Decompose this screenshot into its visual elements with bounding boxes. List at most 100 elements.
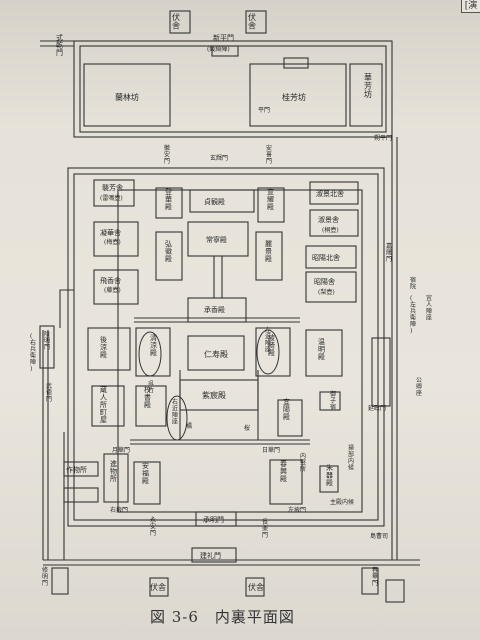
label-inshomon: 陰明門 [44, 330, 50, 351]
label-kahobo: 華芳坊 [364, 72, 372, 99]
label-ukeimon: 右掖門 [110, 506, 128, 514]
label-shikeihoku: 淑景北舎 [316, 189, 344, 198]
label-koryoden-ro: 後涼殿 [100, 335, 107, 359]
label-ukonjin: 右近陣座 [172, 398, 178, 426]
shoyosha-building [305, 271, 357, 303]
label-uhyoejin: (右兵衛陣) [30, 333, 36, 373]
shoyohoku-building [305, 245, 357, 269]
label-fusha-br: 伏舎 [248, 582, 264, 592]
kahobo-building [349, 63, 383, 127]
label-shoyohoku: 昭陽北舎 [312, 253, 340, 262]
ranrinbo-building [83, 63, 171, 127]
label-kokiden: 弘徽殿 [165, 240, 172, 263]
shuhosha-building [93, 179, 135, 207]
label-kyoshoden: 校書殿 [144, 385, 151, 409]
saemon-jin [371, 337, 391, 407]
label-kurabeya: 掃部内候 [348, 444, 354, 472]
label-anjomon: 安喜門 [266, 144, 272, 165]
label-fusha-tl: 伏舎 [172, 12, 180, 31]
label-jonei: 常寧殿 [206, 235, 227, 244]
label-tekkaden: 貞観殿 [204, 197, 225, 206]
label-tenyaku: 主殿内候 [330, 498, 354, 506]
label-shomeimon: 承明門 [203, 515, 224, 524]
label-butokumon: 武徳門 [46, 382, 52, 403]
label-shuhosha: 襲芳舎 [102, 183, 123, 192]
inner-palace-inner-wall [73, 173, 379, 521]
jijuden-building [187, 335, 245, 371]
label-shumeimon: 修明門 [42, 566, 48, 587]
yuhoden-building [277, 399, 303, 437]
label-shikeisha: 淑景舎 [318, 215, 339, 224]
label-ummeiden: 温明殿 [318, 337, 325, 361]
kemotsu-building [103, 453, 129, 503]
label-sakeimon: 左掖門 [288, 506, 306, 514]
shomeimon-gate [195, 511, 237, 527]
label-heimon: 平門 [258, 107, 270, 114]
kaseisha-building [93, 221, 139, 257]
label-tonomeza: 宜人陣座 [426, 294, 432, 322]
label-sahyoejin: (左兵衛陣) [410, 295, 416, 335]
label-shunkoden: 春興殿 [280, 459, 287, 483]
label-shuki: 朱器殿 [326, 463, 333, 487]
label-tsukuemon: 月華門 [112, 446, 130, 454]
label-kenreimon: 建礼門 [200, 551, 221, 560]
label-kaseisha: 凝華舎 [100, 228, 121, 237]
tekkaden-building [189, 189, 255, 213]
label-ryokiden: 綾綺殿 [268, 333, 275, 357]
uhyoe-jin [39, 325, 55, 369]
label-shuhosha-sub: (雷鳴壺) [100, 194, 123, 202]
label-shokyoden: 承香殿 [204, 305, 225, 314]
label-kugyo: 公卿座 [416, 377, 422, 397]
shikeisha-building [309, 209, 359, 237]
label-fusha-bl: 伏舎 [150, 582, 166, 592]
label-onmyo: 御子宿 [330, 390, 336, 411]
keihobo-building [249, 63, 347, 127]
label-shunkamon: 春華門 [372, 566, 378, 587]
north-enclosure-outline [73, 40, 393, 138]
reikeiden-building [255, 231, 283, 281]
shunkoden-building [269, 459, 303, 505]
label-reikeiden: 麗景殿 [265, 240, 272, 263]
label-tokaden: 登華殿 [165, 187, 172, 211]
higyosha-building [93, 269, 139, 305]
label-kemotsu: 進物所 [110, 459, 117, 483]
kokiden-building [155, 231, 183, 281]
seiryoden-building [135, 327, 171, 377]
figure-caption: 図 3-6 内裏平面図 [150, 608, 295, 626]
label-senyoden: 宣耀殿 [267, 187, 274, 211]
label-jijuden: 仁寿殿 [204, 349, 228, 359]
label-shimamoto: 島曹司 [370, 532, 388, 540]
label-enseimon: 延政門 [368, 404, 386, 412]
tokaden-building [155, 187, 183, 219]
label-shikiken: 式乾門 [56, 33, 63, 57]
label-keihobo: 桂芳坊 [282, 92, 306, 102]
label-shinheimon: 新平門 [213, 33, 234, 42]
label-shoyosha-sub: (梨壺) [318, 288, 335, 296]
koryoden-building [87, 327, 131, 371]
label-kanin: 宿院 [410, 276, 416, 291]
corner-tab: [演 [461, 0, 480, 13]
label-kaseisha-sub: (梅壺) [104, 238, 121, 246]
label-kajo: 嘉陽門 [386, 242, 392, 263]
jonei-building [187, 221, 249, 257]
label-fusha-tr: 伏舎 [248, 12, 256, 31]
label-anpukuden: 安福殿 [142, 461, 149, 485]
label-sakonjin: 左近陣座 [265, 326, 271, 354]
label-higyosha: 飛香舎 [100, 276, 121, 285]
ummeiden-building [305, 329, 343, 377]
label-ranrinbo: 蘭林坊 [115, 92, 139, 102]
label-choraku: 長楽門 [262, 519, 268, 539]
senyoden-building [257, 187, 285, 223]
label-sakuheimon: 朔平門 [374, 134, 392, 142]
kyoshoden-building [135, 385, 167, 427]
shikeihoku-building [309, 181, 359, 205]
label-kuretake: 呉竹 [148, 381, 154, 395]
label-higyosha-sub: (藤壺) [104, 286, 121, 294]
anpukuden-building [133, 461, 161, 505]
label-kiammon: 徽安門 [164, 144, 170, 165]
label-nikkamon: 日華門 [262, 446, 280, 454]
label-eianmon: 永安門 [150, 516, 156, 537]
label-tachibana: 橘 [186, 422, 192, 430]
label-genkimon: 玄輝門 [210, 154, 228, 162]
